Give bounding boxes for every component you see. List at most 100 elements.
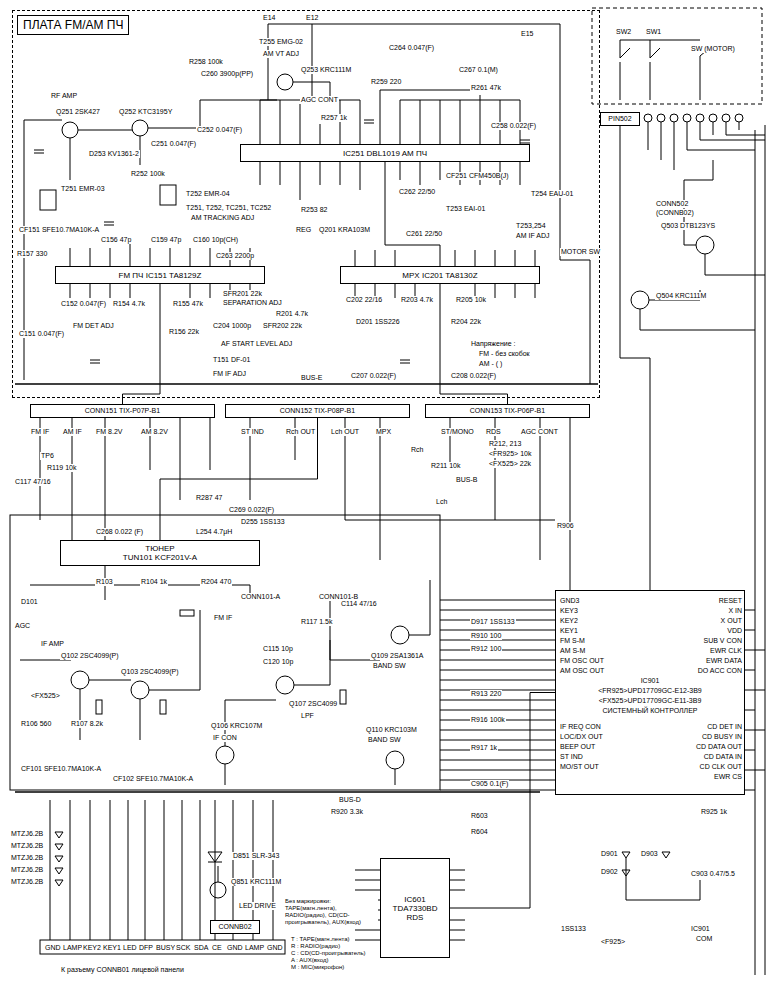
part-label: T : TAPE(магн.лента) [290,936,350,943]
part-label: BUSY [155,944,176,952]
part-label: BUS-E [300,374,323,382]
part-label: C258 0.022(F) [490,122,537,130]
node-text: TUN101 KCF201V-A [123,553,197,562]
part-label: FM - без скобок [478,350,531,358]
wire [640,160,765,330]
part-label: AM 8.2V [140,428,169,436]
ic-block: IC601TDA7330BDRDS [380,858,450,958]
node-text: BEEP OUT [560,743,595,751]
part-label: R925 1k [700,808,728,816]
part-label: C251 0.047(F) [150,140,197,148]
ic-pins [260,162,520,200]
transistor-symbol [631,291,649,309]
part-label: C159 47p [150,236,182,244]
node-text: CD CLK OUT [700,763,742,771]
part-label: T252 EMR-04 [185,190,231,198]
part-label: GND [226,944,244,952]
part-label: D253 KV1361-2 [88,150,140,158]
part-label: A : AUX(вход) [290,957,330,964]
part-label: C160 10p(CH) [192,236,239,244]
part-label: C : CD(CD-проигрыватель) [290,950,367,957]
coil-symbol [160,185,176,205]
part-label: Q109 2SA1361A [370,652,425,660]
part-label: R119 10k [46,464,77,472]
part-label: D201 1SS226 [355,318,401,326]
part-label: R910 100 [470,632,502,640]
part-label: CONN101-A [240,593,281,601]
part-label: C204 1000p [212,322,252,330]
part-label: BUS-D [338,796,362,804]
part-label: Q201 KRA103M [318,226,371,234]
part-label: Rch [410,446,424,454]
node-text: <FX525>UPD17709GC-E11-3B9 [556,697,744,705]
capacitor-symbol [34,120,530,363]
part-label: AGC [14,622,31,630]
connector-pin [696,114,704,122]
connector-pin [709,114,717,122]
tuner-section-outline [10,515,440,790]
part-label: C252 0.047(F) [196,126,243,134]
part-label: AM - ( ) [478,360,503,368]
switch-area-outline [592,8,762,104]
part-label: Без маркировки: TAPE(магн.лента), RADIO(… [284,898,378,926]
connector-pin [722,114,730,122]
part-label: К разъему CONNB01 лицевой панели [60,966,185,974]
part-label: AM VT ADJ [262,50,300,58]
part-label: MTZJ6.2B [10,878,44,886]
bus-e-line [15,383,598,385]
transistor-symbol [62,122,78,138]
part-label: MTZJ6.2B [10,842,44,850]
node-text: <FR925>UPD17709GC-E12-3B9 [556,687,744,695]
part-label: AM IF ADJ [515,232,550,240]
connector-line [160,418,318,540]
part-label: SW (MOTOR) [690,45,736,53]
node-text: ТЮНЕР [145,544,174,553]
node-text: RESET [719,597,742,605]
part-label: LAMP [62,944,83,952]
connector-line [385,162,440,266]
part-label: SCK [175,944,191,952]
part-label: R258 100k [188,58,224,66]
part-label: R157 330 [16,250,48,258]
part-label: C152 0.047(F) [60,300,107,308]
resistor-symbol [96,700,102,714]
part-label: CONN502 [655,200,689,208]
led-symbol [208,852,222,882]
part-label: Q253 KRC111M [300,66,352,74]
part-label: T254 EAU-01 [530,190,574,198]
part-label: R917 1k [470,744,498,752]
part-label: R912 100 [470,645,502,653]
node-text: DO ACC CON [698,667,742,675]
part-label: 1SS133 [560,925,587,933]
part-label: C903 0.47/5.5 [690,870,736,878]
transistor-symbol [216,746,234,764]
part-label: R103 [95,578,114,586]
part-label: (CONNB02) [655,209,695,217]
transistor-symbol [131,681,149,699]
part-label: C207 0.022(F) [350,372,397,380]
node-text: CONN153 TIX-P06P-B1 [470,407,545,415]
wire [648,122,765,170]
part-label: KEY1 [102,944,122,952]
part-label: D101 [20,598,39,606]
part-label: D917 1SS133 [470,618,516,626]
part-label: R : RADIO(радио) [290,943,341,950]
part-label: R205 10k [455,296,487,304]
part-label: SEPARATION ADJ [222,299,283,307]
part-label: <FX525> 22k [488,460,532,468]
part-label: Q851 KRC111M [230,878,282,886]
part-label: R906 [556,522,575,530]
node-text: X IN [728,607,742,615]
part-label: AGC CONT [300,96,339,104]
part-label: Напряжение : [470,340,516,348]
part-label: SDA [193,944,209,952]
part-label: R107 8.2k [70,720,104,728]
part-label: C208 0.022(F) [450,372,497,380]
part-label: LED [122,944,138,952]
resistor-symbol [160,700,166,714]
part-label: Q252 KTC3195Y [118,108,173,116]
node-text: CONN152 TIX-P08P-B1 [280,407,355,415]
part-label: <FX525> [30,692,61,700]
node-text: CD DATA IN [704,753,742,761]
node-text: SUB V CON [703,637,742,645]
